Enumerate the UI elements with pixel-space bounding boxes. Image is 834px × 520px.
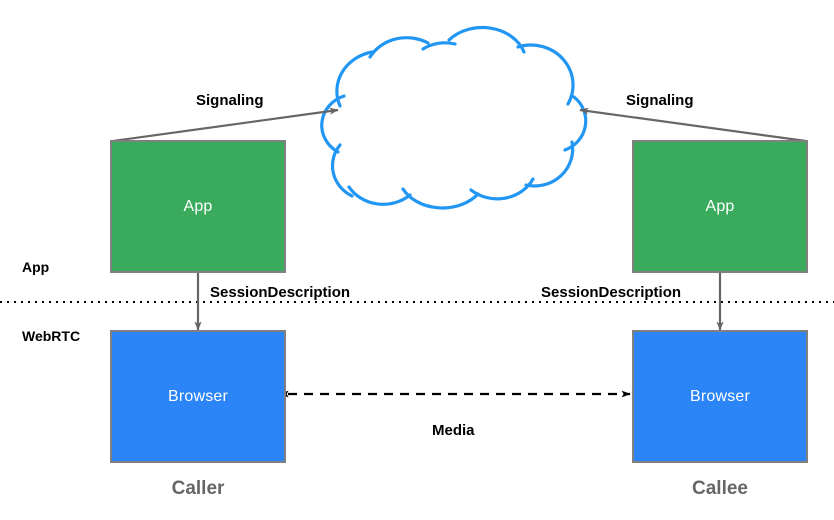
layer-label-app: App xyxy=(22,259,50,275)
signaling-label-right: Signaling xyxy=(626,92,694,109)
browser-box-caller[interactable]: Browser xyxy=(110,330,286,463)
media-label: Media xyxy=(432,422,475,439)
cloud-icon xyxy=(320,25,588,210)
signaling-label-left: Signaling xyxy=(196,92,264,109)
app-box-caller-label: App xyxy=(183,197,213,215)
sessiondescription-label-right: SessionDescription xyxy=(541,284,682,301)
role-label-callee: Callee xyxy=(692,478,748,499)
app-box-callee[interactable]: App xyxy=(632,140,808,273)
signaling-arrow-right xyxy=(579,107,807,143)
app-box-caller[interactable]: App xyxy=(110,140,286,273)
browser-box-callee-label: Browser xyxy=(689,387,751,405)
role-label-caller: Caller xyxy=(171,478,225,499)
signaling-arrow-left xyxy=(112,107,339,143)
sessiondescription-label-left: SessionDescription xyxy=(210,284,351,301)
browser-box-caller-label: Browser xyxy=(167,387,229,405)
layer-label-webrtc: WebRTC xyxy=(22,328,81,344)
app-box-callee-label: App xyxy=(705,197,735,215)
browser-box-callee[interactable]: Browser xyxy=(632,330,808,463)
